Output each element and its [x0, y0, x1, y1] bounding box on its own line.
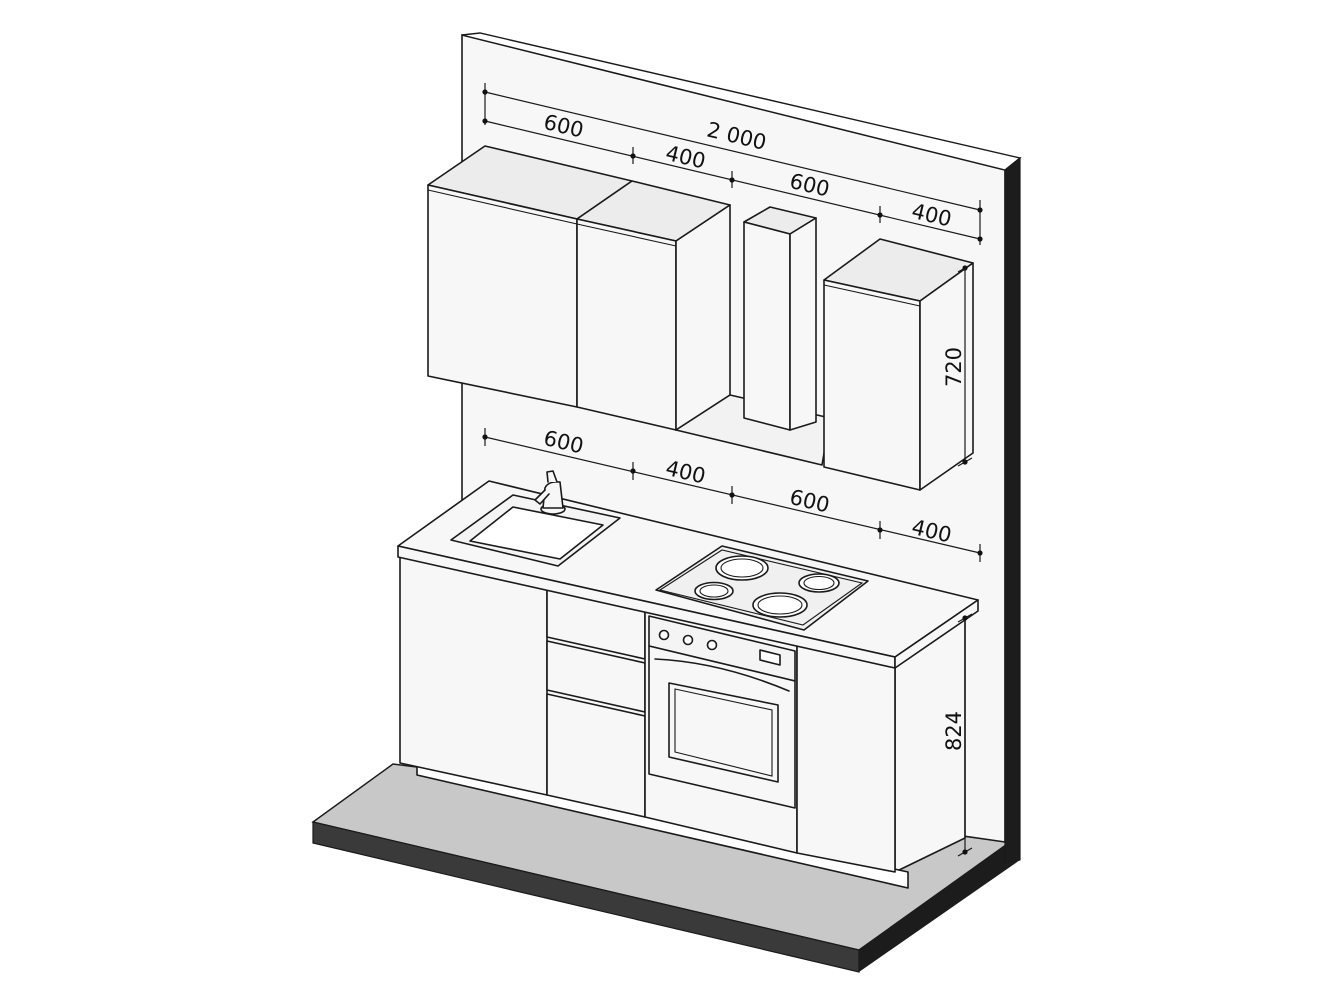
oven-handle	[654, 658, 790, 692]
hob-glass	[655, 545, 869, 631]
upper-cabinet-right-front	[823, 279, 921, 491]
dim-lower-height: 824	[942, 711, 966, 751]
upper-cabinet-mid-side	[675, 204, 731, 431]
right-cabinet-door	[796, 644, 896, 873]
wall-side-edge	[1004, 156, 1021, 863]
burner-back-left	[715, 555, 769, 581]
upper-cabinet-right	[823, 238, 974, 491]
faucet	[534, 470, 566, 515]
faucet-lever	[546, 470, 558, 483]
burner-front-right	[752, 592, 808, 618]
sink-basin	[469, 506, 604, 560]
hob	[655, 545, 869, 631]
oven-knob-3	[706, 639, 718, 651]
sink	[450, 494, 621, 567]
drawer-bottom	[546, 693, 646, 818]
floor-side-edge	[859, 842, 1020, 972]
oven-knob-2	[682, 634, 694, 646]
upper-cabinet-mid-front	[576, 218, 677, 431]
sink-cabinet-door	[399, 556, 548, 796]
oven	[648, 615, 796, 809]
upper-cabinet-mid	[576, 180, 731, 431]
floor	[311, 763, 1020, 973]
upper-cabinet-right-side	[919, 262, 974, 491]
faucet-spout	[534, 489, 550, 505]
hood-chimney-side	[789, 217, 817, 431]
faucet-body	[542, 481, 564, 509]
dimension-lines	[482, 83, 983, 857]
dim-upper-height: 720	[942, 347, 966, 387]
countertop-side	[894, 599, 979, 669]
oven-knob-1	[658, 629, 670, 641]
hood-chimney-front	[743, 221, 791, 431]
upper-cabinet-left-front	[427, 184, 578, 408]
range-hood	[675, 206, 831, 466]
oven-display	[759, 649, 781, 666]
